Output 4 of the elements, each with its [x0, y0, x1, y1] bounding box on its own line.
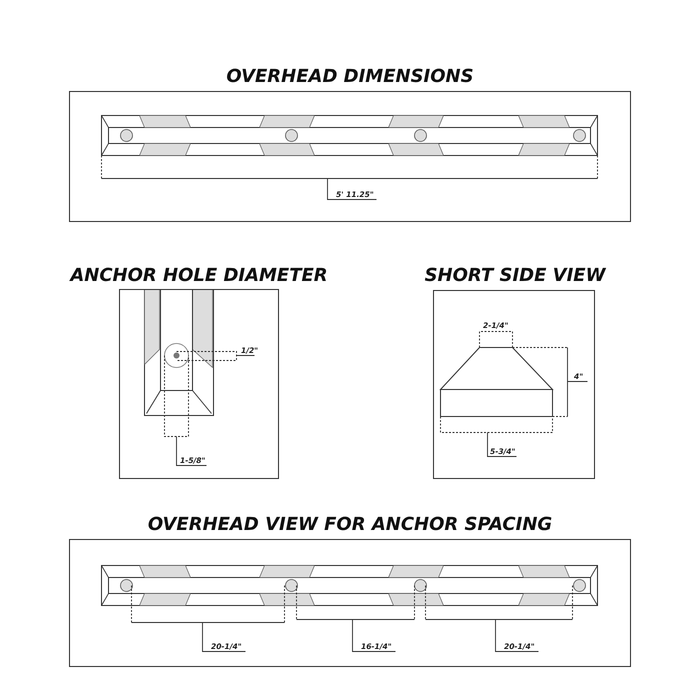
view-heading: ANCHOR HOLE DIAMETER [68, 265, 329, 286]
view-heading: OVERHEAD VIEW FOR ANCHOR SPACING [146, 514, 554, 535]
view-heading: SHORT SIDE VIEW [424, 265, 607, 286]
view-heading: OVERHEAD DIMENSIONS [225, 66, 475, 87]
